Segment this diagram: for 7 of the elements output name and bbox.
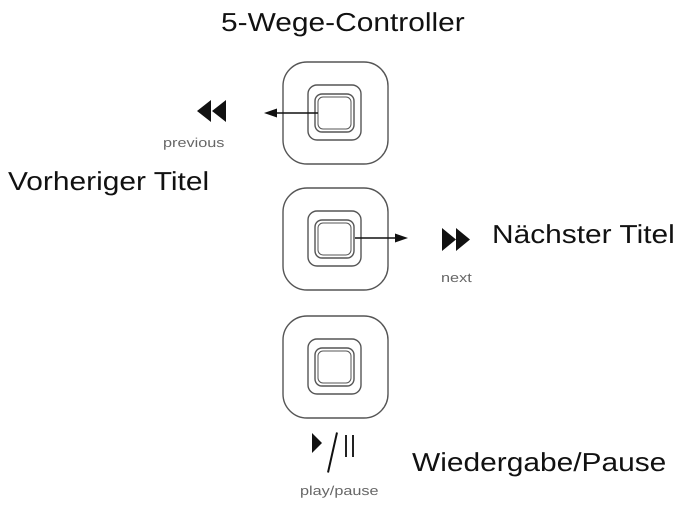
icon-caption: play/pause xyxy=(300,484,379,497)
diagram-title: 5-Wege-Controller xyxy=(221,9,465,35)
icon-caption: next xyxy=(441,271,472,284)
function-label: Wiedergabe/Pause xyxy=(412,449,666,475)
function-label: Vorheriger Titel xyxy=(8,168,210,194)
function-label: Nächster Titel xyxy=(492,221,675,247)
icon-caption: previous xyxy=(163,136,224,149)
